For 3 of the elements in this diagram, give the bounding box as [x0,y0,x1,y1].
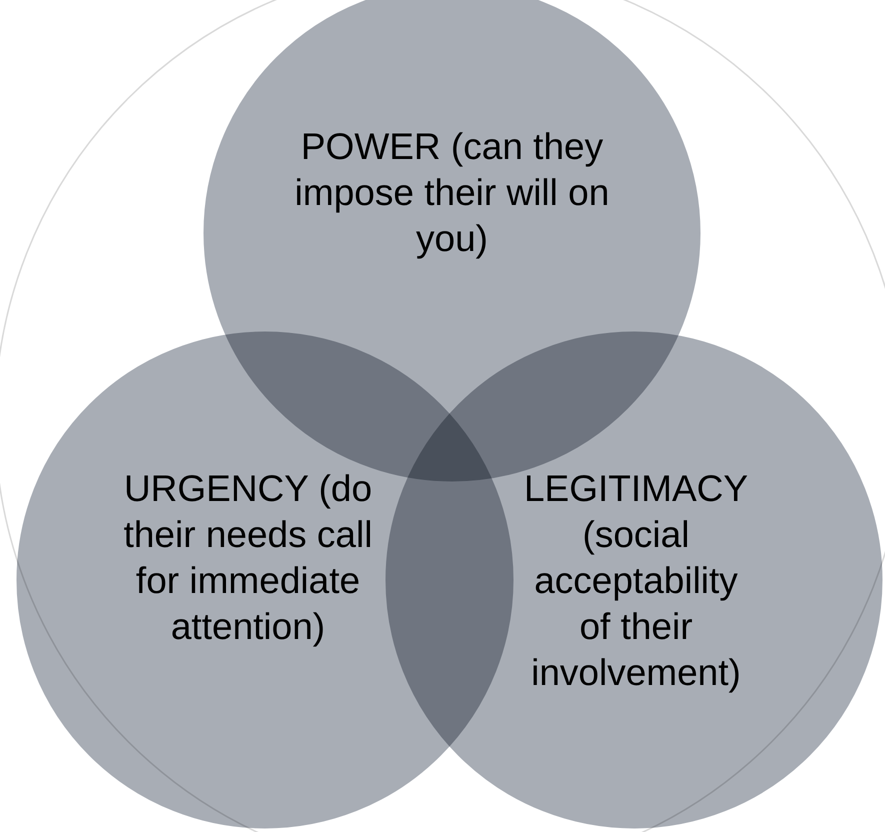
circle-label: URGENCY (do their needs call for immediate attention) [123,467,373,649]
circle-label: POWER (can they impose their will on you) [294,125,610,261]
circle-label: LEGITIMACY (social acceptability of their involvement) [522,467,750,695]
